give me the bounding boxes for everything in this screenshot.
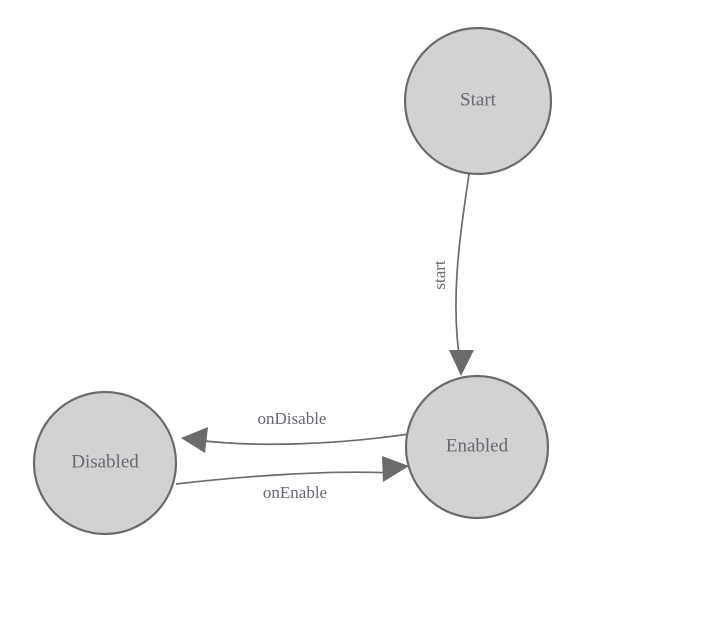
edge-label-onenable: onEnable [263, 483, 327, 502]
arrowhead-onenable [382, 456, 409, 482]
arrowhead-start [449, 350, 474, 376]
edge-path-start [455, 173, 470, 369]
node-start-label: Start [460, 89, 497, 110]
node-enabled-circle[interactable] [404, 374, 550, 520]
edge-disabled-to-enabled[interactable]: onEnable [175, 456, 409, 502]
edge-label-start: start [430, 260, 449, 290]
node-start-circle[interactable] [403, 26, 553, 176]
edge-enabled-to-disabled[interactable]: onDisable [181, 409, 410, 453]
edge-path-onenable [175, 471, 394, 485]
node-disabled-label: Disabled [71, 451, 139, 472]
node-enabled[interactable]: Enabled [404, 374, 550, 520]
node-disabled-circle[interactable] [32, 390, 178, 536]
node-enabled-label: Enabled [446, 435, 509, 456]
edge-path-ondisable [195, 433, 410, 446]
edge-label-ondisable: onDisable [258, 409, 327, 428]
arrowhead-ondisable [181, 427, 208, 453]
node-start[interactable]: Start [403, 26, 553, 176]
edge-start-to-enabled[interactable]: start [430, 173, 474, 376]
node-disabled[interactable]: Disabled [32, 390, 178, 536]
